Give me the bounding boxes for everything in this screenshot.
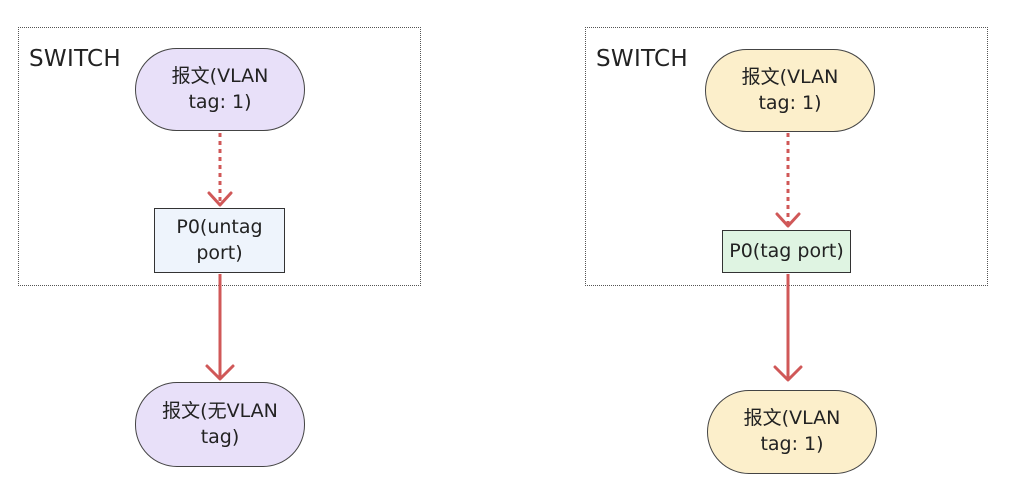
left-packet-out: 报文(无VLAN tag) xyxy=(135,382,305,467)
left-packet-in: 报文(VLAN tag: 1) xyxy=(135,48,305,131)
right-packet-out: 报文(VLAN tag: 1) xyxy=(707,390,877,474)
left-solid-arrow xyxy=(205,274,235,381)
right-switch-box: SWITCH xyxy=(585,27,988,286)
left-untag-port: P0(untag port) xyxy=(154,208,285,273)
right-tag-port: P0(tag port) xyxy=(722,230,851,273)
left-dotted-arrow xyxy=(207,133,233,207)
right-dotted-arrow xyxy=(775,133,801,228)
right-solid-arrow xyxy=(773,274,803,382)
right-switch-label: SWITCH xyxy=(596,46,688,72)
right-packet-in: 报文(VLAN tag: 1) xyxy=(705,49,875,132)
left-switch-label: SWITCH xyxy=(29,46,121,72)
